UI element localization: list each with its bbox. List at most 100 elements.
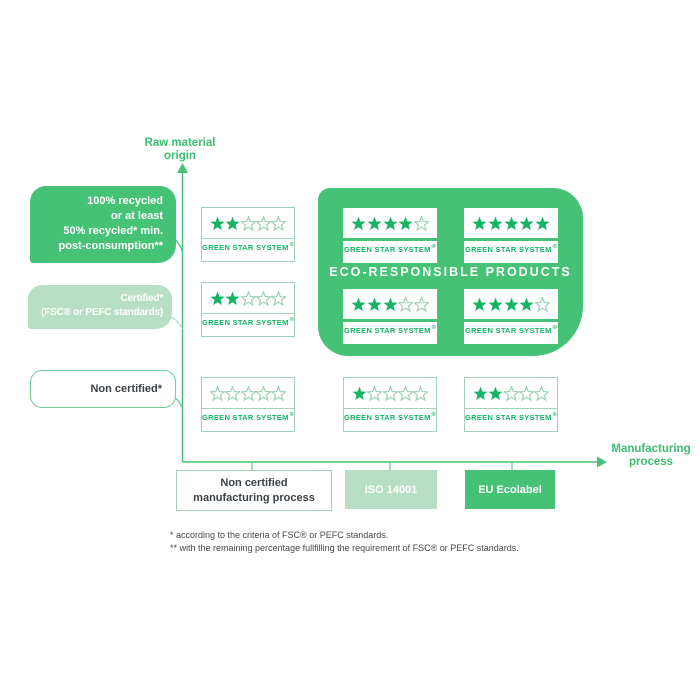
badge-r1c3: GREEN STAR SYSTEM®	[464, 208, 558, 263]
row-label-line: Certified*	[120, 293, 164, 304]
footnote-1: * according to the criteria of FSC® or P…	[170, 530, 389, 540]
y-axis-label: Raw material origin	[128, 137, 232, 163]
row-label-recycled: 100% recycled or at least 50% recycled* …	[30, 186, 176, 263]
star-empty-icon	[210, 385, 225, 401]
green-star-system-label: GREEN STAR SYSTEM®	[343, 241, 437, 263]
star-filled-icon	[367, 297, 382, 311]
star-filled-icon	[382, 216, 398, 230]
y-axis-label-line2: origin	[164, 150, 196, 162]
star-empty-icon	[271, 215, 286, 231]
col-label-iso-14001: ISO 14001	[345, 470, 437, 509]
badge-label-text: GREEN STAR SYSTEM	[344, 326, 431, 335]
row-label-line: or at least	[111, 210, 163, 222]
green-star-system-label: GREEN STAR SYSTEM®	[344, 409, 436, 431]
star-rating	[202, 283, 294, 314]
green-star-system-label: GREEN STAR SYSTEM®	[202, 239, 294, 261]
star-empty-icon	[271, 385, 286, 401]
star-filled-icon	[488, 386, 503, 400]
green-star-system-label: GREEN STAR SYSTEM®	[343, 322, 437, 344]
registered-mark: ®	[431, 244, 436, 250]
x-axis-arrowhead	[597, 456, 607, 468]
footnote-2: ** with the remaining percentage fullfil…	[170, 542, 519, 553]
star-filled-icon	[225, 216, 240, 230]
y-axis-arrowhead	[177, 163, 188, 173]
star-filled-icon	[367, 216, 382, 230]
star-empty-icon	[367, 385, 383, 401]
badge-r3c3: GREEN STAR SYSTEM®	[464, 377, 558, 432]
row-label-non-certified: Non certified*	[30, 370, 176, 408]
badge-r1c2: GREEN STAR SYSTEM®	[343, 208, 437, 263]
badge-r3c2: GREEN STAR SYSTEM®	[343, 377, 437, 432]
star-empty-icon	[255, 290, 271, 306]
star-empty-icon	[503, 385, 519, 401]
registered-mark: ®	[289, 412, 294, 418]
star-filled-icon	[382, 297, 398, 311]
star-empty-icon	[225, 385, 241, 401]
registered-mark: ®	[289, 242, 294, 248]
row-label-line: post-consumption**	[58, 240, 164, 252]
col-label-non-certified-process: Non certified manufacturing process	[176, 470, 332, 511]
badge-label-text: GREEN STAR SYSTEM	[465, 245, 552, 254]
star-filled-icon	[503, 216, 519, 230]
star-empty-icon	[240, 290, 256, 306]
star-rating	[464, 289, 558, 319]
star-filled-icon	[488, 216, 503, 230]
registered-mark: ®	[552, 325, 557, 331]
star-filled-icon	[352, 386, 367, 400]
row-label-line: 100% recycled	[87, 195, 163, 207]
col-label-line: ISO 14001	[364, 483, 418, 496]
star-filled-icon	[398, 216, 413, 230]
badge-r2c3: GREEN STAR SYSTEM®	[464, 289, 558, 344]
star-filled-icon	[472, 216, 487, 230]
x-axis-label-line1: Manufacturing	[611, 443, 691, 455]
star-empty-icon	[414, 215, 429, 231]
star-filled-icon	[472, 297, 487, 311]
star-empty-icon	[535, 296, 550, 312]
star-empty-icon	[382, 385, 398, 401]
star-rating	[465, 378, 557, 409]
star-filled-icon	[519, 297, 534, 311]
star-empty-icon	[255, 215, 271, 231]
row-label-line: Non certified*	[90, 383, 162, 395]
badge-r2c1: GREEN STAR SYSTEM®	[201, 282, 295, 337]
star-filled-icon	[473, 386, 488, 400]
star-filled-icon	[210, 291, 225, 305]
registered-mark: ®	[289, 317, 294, 323]
star-filled-icon	[225, 291, 240, 305]
star-filled-icon	[519, 216, 534, 230]
star-empty-icon	[397, 385, 413, 401]
badge-label-text: GREEN STAR SYSTEM	[344, 245, 431, 254]
row-label-certified: Certified* (FSC® or PEFC standards)	[28, 285, 172, 329]
badge-label-text: GREEN STAR SYSTEM	[344, 413, 431, 422]
x-axis-label-line2: process	[628, 456, 674, 468]
star-empty-icon	[240, 215, 256, 231]
star-empty-icon	[398, 296, 414, 312]
star-rating	[344, 378, 436, 409]
footnotes: * according to the criteria of FSC® or P…	[170, 529, 519, 554]
row-label-line: (FSC® or PEFC standards)	[40, 307, 163, 318]
star-empty-icon	[534, 385, 549, 401]
star-empty-icon	[271, 290, 286, 306]
star-filled-icon	[351, 216, 366, 230]
registered-mark: ®	[431, 412, 436, 418]
star-rating	[343, 289, 437, 319]
star-empty-icon	[413, 385, 428, 401]
star-rating	[202, 378, 294, 409]
x-axis-label: Manufacturing process	[607, 443, 695, 469]
green-star-system-label: GREEN STAR SYSTEM®	[465, 409, 557, 431]
badge-r2c2: GREEN STAR SYSTEM®	[343, 289, 437, 344]
green-star-system-label: GREEN STAR SYSTEM®	[464, 322, 558, 344]
star-rating	[343, 208, 437, 238]
star-filled-icon	[535, 216, 550, 230]
row-label-line: 50% recycled* min.	[63, 225, 163, 237]
green-star-system-label: GREEN STAR SYSTEM®	[464, 241, 558, 263]
eco-responsible-title: ECO-RESPONSIBLE PRODUCTS	[329, 265, 572, 279]
col-label-eu-ecolabel: EU Ecolabel	[465, 470, 555, 509]
star-rating	[202, 208, 294, 239]
registered-mark: ®	[552, 412, 557, 418]
star-filled-icon	[351, 297, 366, 311]
col-label-line: Non certified	[220, 476, 288, 489]
col-label-line: manufacturing process	[193, 491, 315, 504]
